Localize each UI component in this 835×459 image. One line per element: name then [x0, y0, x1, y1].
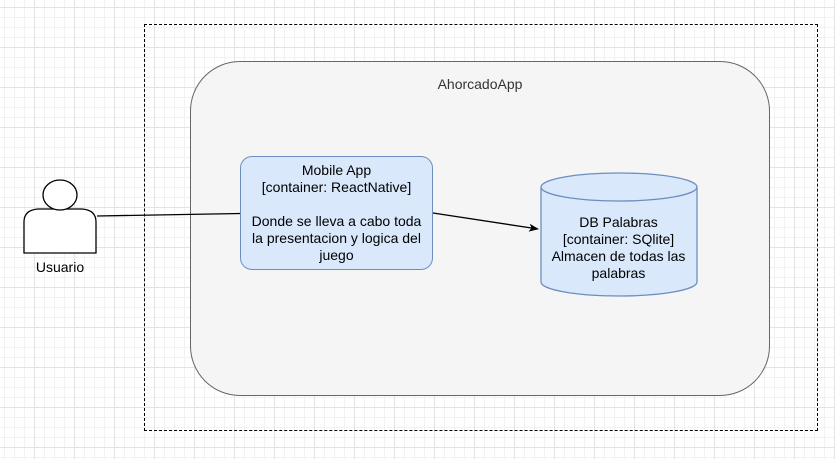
database-description-line1: Almacen de todas las — [551, 248, 686, 264]
database-tech: [container: SQlite] — [562, 231, 675, 247]
system-title: AhorcadoApp — [437, 76, 523, 92]
mobile-app-name: Mobile App — [301, 162, 372, 178]
mobile-app-description-line3: juego — [319, 247, 354, 263]
system-boundary — [144, 24, 818, 431]
database-cylinder-icon[interactable] — [540, 172, 698, 297]
mobile-app-container[interactable]: Mobile App [container: ReactNative] Dond… — [240, 156, 433, 270]
database-description-line2: palabras — [591, 265, 646, 281]
mobile-app-description-line2: la presentacion y logica del — [252, 230, 421, 246]
arrow-user-to-mobile[interactable] — [96, 209, 269, 218]
mobile-app-description-line1: Donde se lleva a cabo toda — [251, 213, 422, 229]
database-name: DB Palabras — [579, 214, 658, 230]
mobile-app-tech: [container: ReactNative] — [261, 179, 412, 195]
user-actor-icon[interactable] — [23, 179, 97, 254]
database-label: DB Palabras [container: SQlite] Almacen … — [540, 214, 697, 282]
actor-label: Usuario — [35, 259, 85, 275]
arrow-mobile-to-db[interactable] — [432, 212, 539, 232]
